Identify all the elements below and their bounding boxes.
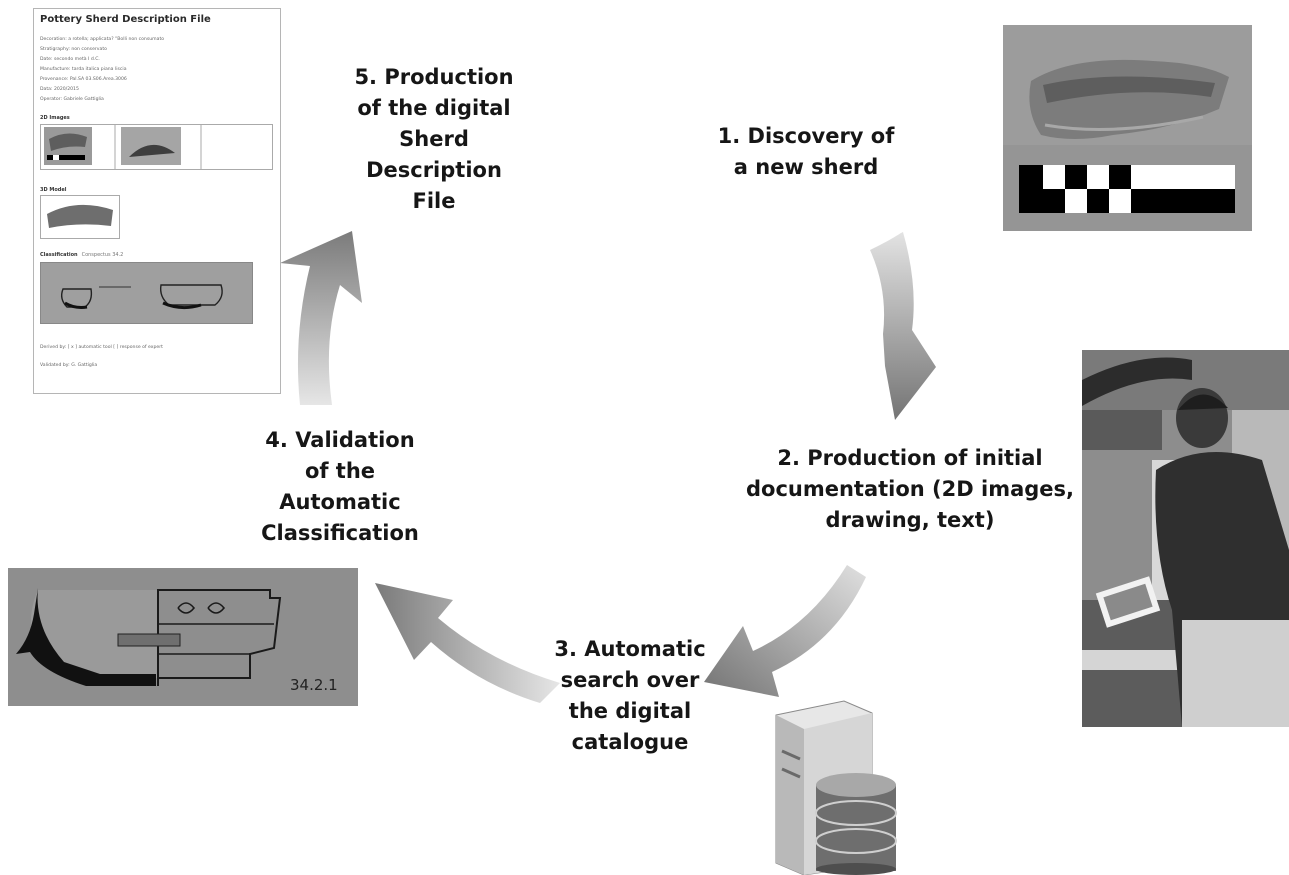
person-with-tablet-photo bbox=[1082, 350, 1289, 727]
pottery-sherd-photo bbox=[1003, 25, 1252, 231]
images-2d-strip bbox=[40, 124, 273, 170]
step-line: of the bbox=[304, 459, 376, 483]
step-line: 4. Validation bbox=[265, 428, 415, 452]
server-database-icon bbox=[775, 700, 897, 875]
step-line: of the digital bbox=[357, 96, 511, 120]
document-metadata: Decoration: a rotella; applicata? "Bolli… bbox=[40, 35, 164, 105]
step-5-label: 5. Production of the digital Sherd Descr… bbox=[334, 62, 534, 217]
step-1-label: 1. Discovery of a new sherd bbox=[666, 121, 946, 183]
meta-line: Date: secondo metà I d.C. bbox=[40, 57, 100, 62]
classification-profiles bbox=[60, 284, 223, 310]
step-line: 3. Automatic bbox=[554, 637, 706, 661]
person-illustration bbox=[1082, 350, 1289, 727]
classification-value: Conspectus 34.2 bbox=[81, 252, 124, 258]
meta-line: Manufacture: tarda italica piana liscia bbox=[40, 67, 127, 72]
arrow-step2-to-step3 bbox=[704, 565, 866, 697]
sherd-description-file: Pottery Sherd Description File Decoratio… bbox=[33, 8, 281, 394]
model-3d-thumbnail bbox=[47, 204, 113, 228]
step-3-label: 3. Automatic search over the digital cat… bbox=[540, 634, 720, 758]
classification-label: Classification bbox=[40, 252, 78, 258]
validated-by-line: Validated by: G. Gattiglia bbox=[40, 363, 98, 368]
step-line: a new sherd bbox=[733, 155, 879, 179]
step-line: 2. Production of initial bbox=[777, 446, 1043, 470]
step-line: the digital bbox=[568, 699, 692, 723]
section-3d-model: 3D Model bbox=[40, 187, 67, 193]
derived-by-line: Derived by: [ x ] automatic tool [ ] res… bbox=[40, 345, 163, 350]
section-2d-images: 2D Images bbox=[40, 115, 70, 121]
step-line: Automatic bbox=[279, 490, 401, 514]
arrow-step3-to-step4 bbox=[375, 583, 560, 703]
step-line: Classification bbox=[261, 521, 419, 545]
step-4-label: 4. Validation of the Automatic Classific… bbox=[250, 425, 430, 549]
step-line: Sherd bbox=[399, 127, 469, 151]
step-line: 1. Discovery of bbox=[717, 124, 895, 148]
step-line: drawing, text) bbox=[825, 508, 995, 532]
bowl-drawing-illustration bbox=[8, 568, 358, 706]
step-2-label: 2. Production of initial documentation (… bbox=[745, 443, 1075, 536]
step-line: documentation (2D images, bbox=[745, 477, 1075, 501]
arrow-step4-to-step5 bbox=[280, 231, 362, 405]
step-line: search over bbox=[560, 668, 700, 692]
bowl-type-code: 34.2.1 bbox=[290, 676, 338, 694]
step-line: catalogue bbox=[571, 730, 689, 754]
bowl-profile-drawing: 34.2.1 bbox=[8, 568, 358, 706]
document-title: Pottery Sherd Description File bbox=[40, 14, 211, 25]
meta-line: Operator: Gabriele Gattiglia bbox=[40, 97, 104, 102]
step-line: 5. Production bbox=[354, 65, 514, 89]
arrow-step1-to-step2 bbox=[870, 232, 936, 420]
step-line: Description bbox=[366, 158, 502, 182]
step-line: File bbox=[412, 189, 456, 213]
images-2d-thumbnails bbox=[44, 125, 202, 169]
meta-line: Stratigraphy: non conservato bbox=[40, 47, 107, 52]
sherd-illustration bbox=[1003, 25, 1252, 231]
classification-drawing bbox=[40, 262, 253, 324]
meta-line: Decoration: a rotella; applicata? "Bolli… bbox=[40, 37, 165, 42]
meta-line: Data: 2020/2015 bbox=[40, 87, 79, 92]
model-3d-box bbox=[40, 195, 120, 239]
meta-line: Provenance: Pal.SA 03.S06.Area.3006 bbox=[40, 77, 127, 82]
